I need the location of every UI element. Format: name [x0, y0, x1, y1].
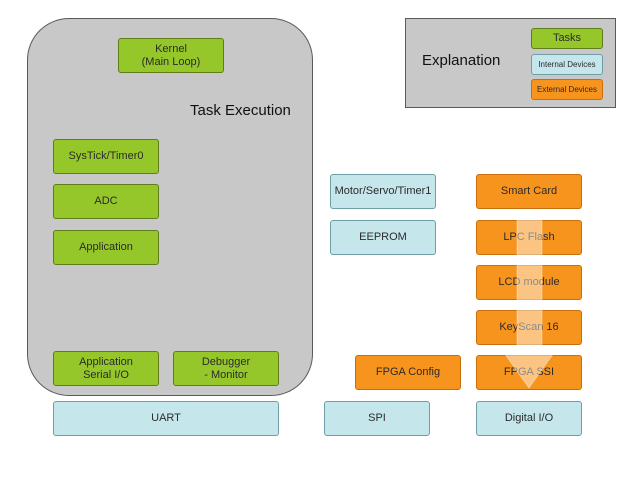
application-task: Application [53, 230, 159, 265]
systick-task: SysTick/Timer0 [53, 139, 159, 174]
legend-external-devices: External Devices [531, 79, 603, 100]
eeprom: EEPROM [330, 220, 436, 255]
kernel-task: Kernel (Main Loop) [118, 38, 224, 73]
debugger-monitor-task: Debugger - Monitor [173, 351, 279, 386]
fpga-ssi: FPGA SSI [476, 355, 582, 390]
spi-bus: SPI [324, 401, 430, 436]
digital-io-bus: Digital I/O [476, 401, 582, 436]
legend-internal-devices: Internal Devices [531, 54, 603, 75]
fpga-config: FPGA Config [355, 355, 461, 390]
explanation-title: Explanation [422, 52, 501, 69]
task-execution-title: Task Execution [190, 102, 291, 119]
keyscan-16: KeyScan 16 [476, 310, 582, 345]
adc-task: ADC [53, 184, 159, 219]
smart-card: Smart Card [476, 174, 582, 209]
uart-bus: UART [53, 401, 279, 436]
lpc-flash: LPC Flash [476, 220, 582, 255]
legend-tasks: Tasks [531, 28, 603, 49]
motor-servo-timer1: Motor/Servo/Timer1 [330, 174, 436, 209]
application-serial-task: Application Serial I/O [53, 351, 159, 386]
lcd-module: LCD module [476, 265, 582, 300]
